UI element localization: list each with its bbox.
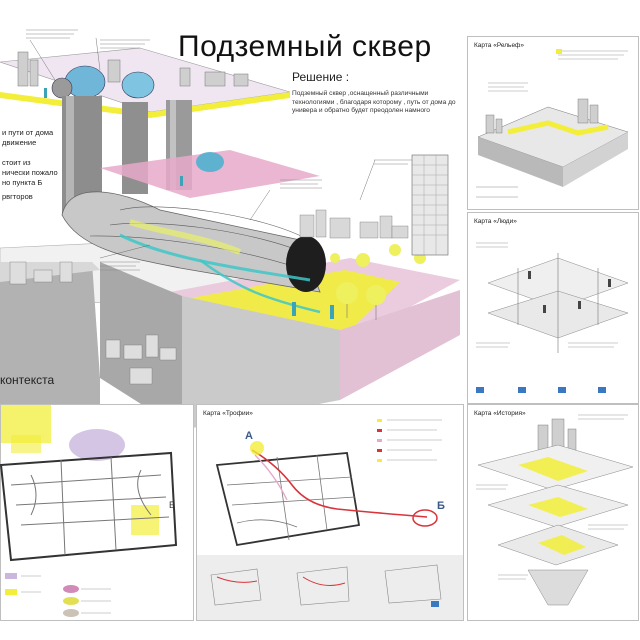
block-side	[182, 296, 340, 430]
side-text-2: движение	[2, 138, 37, 147]
top-buildings	[17, 51, 249, 87]
panel-context-map: Б	[0, 404, 194, 621]
panel-relief-title: Карта «Рельеф»	[474, 42, 525, 49]
trophy-map: А Б	[197, 419, 463, 620]
panel-history-title: Карта «История»	[474, 410, 526, 417]
context-label: контекста	[0, 373, 55, 387]
panel-relief: Карта «Рельеф»	[467, 36, 639, 210]
scribble-text	[26, 29, 412, 271]
trees	[330, 244, 426, 305]
mid-layer	[100, 150, 320, 198]
glass-dome	[196, 152, 224, 172]
side-text-3: стоит из	[2, 158, 31, 167]
block-right	[340, 290, 460, 400]
glass-dome	[121, 71, 155, 99]
skyline	[299, 209, 409, 239]
context-map: Б	[0, 405, 178, 617]
people-diagram	[468, 242, 638, 403]
history-diagram	[476, 414, 634, 606]
block-left	[0, 262, 100, 420]
panel-history: Карта «История»	[467, 404, 639, 621]
relief-diagram	[476, 49, 629, 198]
tree-trunks	[346, 304, 377, 320]
side-text-1: и пути от дома	[2, 128, 54, 137]
page-title: Подземный сквер	[178, 30, 432, 63]
panel-people: Карта «Люди»	[467, 212, 639, 404]
tunnel	[61, 191, 326, 314]
trophy-marker-b: Б	[437, 500, 445, 512]
context-marker-b: Б	[169, 500, 175, 510]
side-text-5: но пункта Б	[2, 178, 43, 187]
context-buildings	[9, 261, 177, 385]
trophy-marker-a: А	[245, 430, 253, 442]
panel-trophy-title: Карта «Трофии»	[203, 410, 253, 417]
solution-heading: Решение :	[292, 70, 350, 84]
side-text-6: рвгторов	[2, 192, 33, 201]
panel-trophy: Карта «Трофии» А Б	[196, 404, 464, 621]
side-text-4: нически пожало	[2, 168, 58, 177]
tower	[411, 154, 449, 256]
solution-text: Подземный сквер ,оснащенный различными т…	[292, 90, 456, 115]
annotation-lines	[29, 37, 376, 259]
panel-people-title: Карта «Люди»	[474, 218, 517, 225]
people	[44, 88, 334, 319]
